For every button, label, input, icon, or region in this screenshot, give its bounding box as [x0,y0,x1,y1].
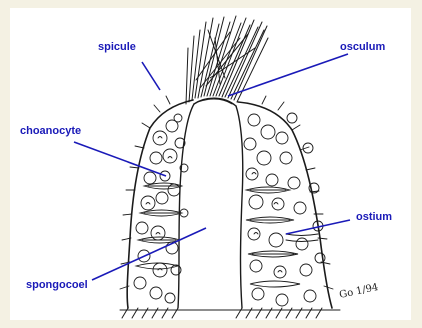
base-substrate [120,308,340,318]
label-choanocyte: choanocyte [20,125,81,137]
choanocyte-leader [74,142,166,176]
label-spicule: spicule [98,41,136,53]
inner-wall-right [236,106,243,308]
right-wall-cells [244,113,325,306]
spicule-leader [142,62,160,90]
label-spongocoel: spongocoel [26,279,88,291]
osculum-leader [228,54,348,96]
sponge-illustration [120,16,340,318]
diagram-canvas: spicule osculum choanocyte ostium spongo… [10,8,411,320]
spongocoel-leader [92,228,206,280]
apical-spicule-tuft [186,16,268,104]
leader-lines [74,54,350,280]
inner-wall-left [178,104,194,308]
label-ostium: ostium [356,211,392,223]
label-osculum: osculum [340,41,385,53]
sponge-diagram: spicule osculum choanocyte ostium spongo… [10,8,411,320]
artist-signature: Go 1/94 [338,282,379,301]
